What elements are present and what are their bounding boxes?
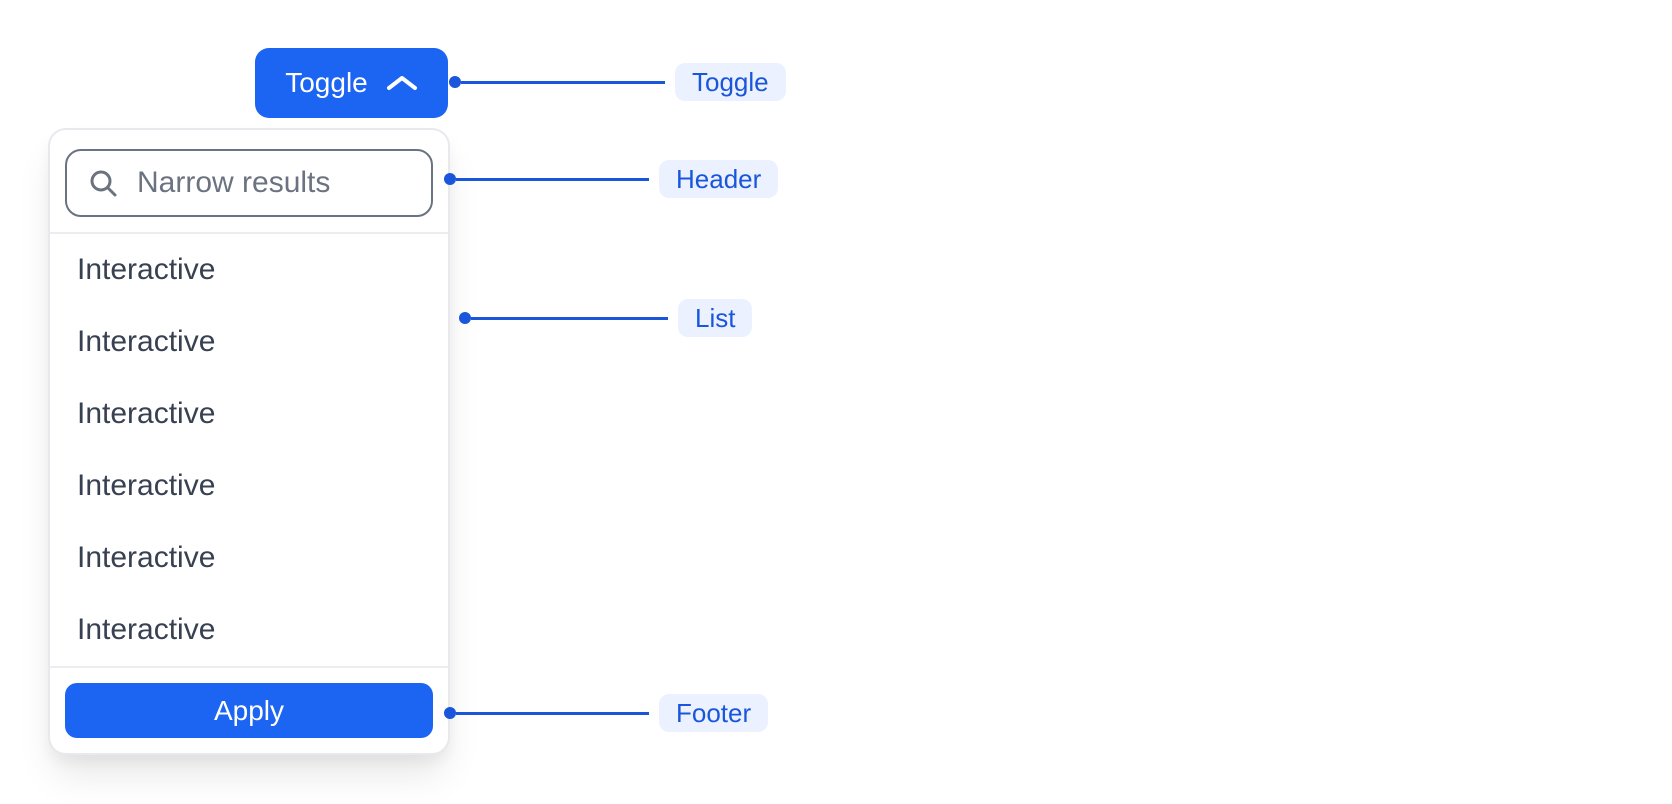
annotation-dot <box>459 312 471 324</box>
dropdown-list: Interactive Interactive Interactive Inte… <box>50 234 448 666</box>
annotation-dot <box>449 76 461 88</box>
annotation-footer: Footer <box>444 694 769 732</box>
annotation-label-footer: Footer <box>659 694 769 732</box>
annotation-line <box>456 177 649 181</box>
list-item[interactable]: Interactive <box>77 397 216 430</box>
annotation-toggle: Toggle <box>449 63 786 101</box>
list-item[interactable]: Interactive <box>77 325 216 358</box>
list-item[interactable]: Interactive <box>77 253 216 286</box>
chevron-up-icon <box>386 74 418 92</box>
toggle-button-label: Toggle <box>285 67 368 98</box>
dropdown-panel: Interactive Interactive Interactive Inte… <box>48 128 450 755</box>
list-item[interactable]: Interactive <box>77 469 216 502</box>
search-input[interactable] <box>135 165 413 201</box>
dropdown-footer: Apply <box>50 666 448 753</box>
search-icon <box>87 167 119 199</box>
list-item[interactable]: Interactive <box>77 541 216 574</box>
annotation-label-toggle: Toggle <box>675 63 786 101</box>
annotation-list: List <box>459 299 753 337</box>
list-item[interactable]: Interactive <box>77 613 216 646</box>
annotation-line <box>471 316 668 320</box>
annotation-label-list: List <box>678 299 753 337</box>
annotation-line <box>461 80 665 84</box>
annotation-dot <box>444 707 456 719</box>
annotation-header: Header <box>444 160 779 198</box>
dropdown-header <box>50 130 448 234</box>
annotation-line <box>456 711 649 715</box>
annotation-dot <box>444 173 456 185</box>
annotation-label-header: Header <box>659 160 779 198</box>
apply-button[interactable]: Apply <box>65 683 433 738</box>
search-box[interactable] <box>65 149 433 217</box>
toggle-button[interactable]: Toggle <box>255 48 448 118</box>
